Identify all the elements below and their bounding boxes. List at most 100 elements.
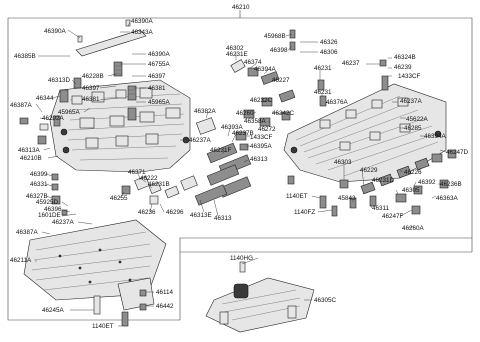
label-46231E: 46231E	[226, 51, 248, 58]
label-46222: 46222	[140, 175, 158, 182]
label-46229: 46229	[360, 167, 378, 174]
label-46324B: 46324B	[394, 54, 416, 61]
label-1140FZ: 1140FZ	[294, 209, 315, 216]
label-1601DE: 1601DE	[38, 212, 61, 219]
label-46382A: 46382A	[194, 108, 217, 115]
label-46306: 46306	[320, 49, 338, 56]
label-46385B: 46385B	[14, 53, 36, 60]
right-upper-parts	[230, 29, 389, 151]
label-46285: 46285	[404, 125, 422, 132]
label-46398: 46398	[270, 47, 288, 54]
label-46302: 46302	[226, 45, 244, 52]
label-46363A: 46363A	[436, 195, 459, 202]
label-46390A: 46390A	[148, 51, 171, 58]
label-46305: 46305	[402, 187, 420, 194]
label-46390A: 46390A	[44, 28, 67, 35]
label-1433CF: 1433CF	[250, 134, 273, 141]
label-46237A: 46237A	[400, 98, 423, 105]
label-45622A: 45622A	[406, 116, 429, 123]
label-46236: 46236	[138, 209, 156, 216]
label-46231D: 46231D	[372, 177, 395, 184]
label-46442: 46442	[156, 303, 174, 310]
label-45925D: 45925D	[36, 199, 59, 206]
label-46327B: 46327B	[26, 193, 48, 200]
label-46305C: 46305C	[314, 297, 337, 304]
label-46392: 46392	[418, 179, 436, 186]
label-1140ET: 1140ET	[92, 323, 114, 330]
label-46239: 46239	[394, 64, 412, 71]
label-46296: 46296	[166, 209, 184, 216]
label-46311: 46311	[372, 205, 390, 212]
callout-labels: 46210 46390A 46385B 46390A 46343A 46390A…	[10, 4, 469, 330]
label-46374: 46374	[244, 59, 262, 66]
label-46211A: 46211A	[10, 257, 32, 264]
label-46236B: 46236B	[440, 181, 462, 188]
label-46303: 46303	[334, 159, 352, 166]
label-46237: 46237	[342, 60, 360, 67]
label-46226: 46226	[404, 169, 422, 176]
left-small-parts	[19, 77, 82, 216]
label-1433CF: 1433CF	[398, 73, 421, 80]
label-46313: 46313	[214, 215, 232, 222]
label-46397: 46397	[148, 73, 166, 80]
harness-connector	[205, 261, 315, 333]
label-46231F: 46231F	[210, 147, 232, 154]
label-46395A: 46395A	[250, 143, 273, 150]
label-46343A: 46343A	[131, 29, 154, 36]
label-46371: 46371	[128, 169, 146, 176]
right-lower-parts	[287, 149, 457, 217]
label-46202A: 46202A	[42, 115, 65, 122]
label-46344: 46344	[36, 95, 54, 102]
label-46227: 46227	[272, 77, 290, 84]
separator-plate	[23, 219, 167, 301]
label-46381: 46381	[148, 85, 166, 92]
label-46313E: 46313E	[190, 212, 212, 219]
label-46397: 46397	[82, 85, 100, 92]
label-46394A: 46394A	[424, 133, 447, 140]
label-46231B: 46231B	[148, 181, 170, 188]
top-strap	[75, 19, 147, 57]
label-46237A: 46237A	[189, 137, 212, 144]
solenoid-row	[121, 117, 252, 206]
label-46245A: 46245A	[42, 307, 65, 314]
label-1140HG: 1140HG	[230, 255, 253, 262]
label-46228B: 46228B	[82, 73, 104, 80]
label-46231: 46231	[314, 89, 332, 96]
assembly-frame	[7, 10, 473, 321]
lower-valve-body	[283, 83, 447, 183]
label-46313: 46313	[250, 156, 268, 163]
label-46237B: 46237B	[232, 130, 254, 137]
upper-valve-body	[49, 79, 191, 173]
label-46247D: 46247D	[446, 149, 469, 156]
label-46381: 46381	[82, 96, 100, 103]
label-46396: 46396	[44, 206, 62, 213]
label-46331: 46331	[30, 181, 48, 188]
label-46237A: 46237A	[52, 219, 75, 226]
label-46358A: 46358A	[244, 118, 267, 125]
label-46232C: 46232C	[250, 97, 273, 104]
label-1140ET: 1140ET	[286, 193, 308, 200]
label-46231: 46231	[314, 65, 332, 72]
label-46260: 46260	[236, 110, 254, 117]
label-46260A: 46260A	[402, 225, 425, 232]
label-46313A: 46313A	[18, 147, 41, 154]
label-46255: 46255	[110, 195, 128, 202]
label-46247F: 46247F	[382, 213, 404, 220]
label-46210: 46210	[232, 4, 250, 11]
label-46326: 46326	[320, 39, 338, 46]
label-46114: 46114	[156, 289, 174, 296]
label-46210B: 46210B	[20, 155, 42, 162]
label-46387A: 46387A	[16, 229, 39, 236]
label-45965A: 45965A	[148, 99, 171, 106]
label-46342C: 46342C	[272, 110, 295, 117]
label-46272: 46272	[258, 126, 276, 133]
label-46376A: 46376A	[326, 99, 349, 106]
label-46755A: 46755A	[148, 61, 171, 68]
label-46387A: 46387A	[10, 102, 33, 109]
label-45965A: 45965A	[58, 109, 81, 116]
leader-lines	[35, 21, 447, 327]
label-46399: 46399	[30, 171, 48, 178]
label-46393A: 46393A	[221, 124, 244, 131]
label-45843: 45843	[338, 195, 356, 202]
